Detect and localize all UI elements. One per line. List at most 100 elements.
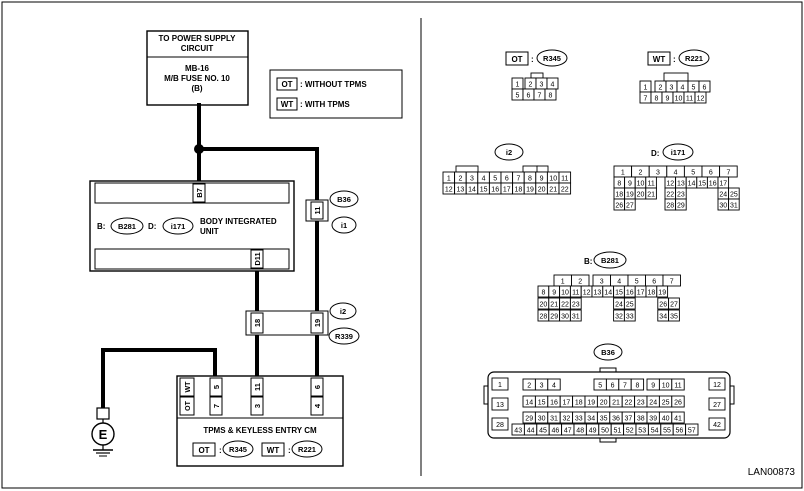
b36-pin-label: 35 — [600, 415, 608, 422]
r221-pin-label: 8 — [655, 95, 659, 102]
b36-pin-label: 50 — [601, 427, 609, 434]
b36-pin-label: 5 — [598, 382, 602, 389]
i2-pin-label: 11 — [561, 175, 568, 182]
cm-wt-pin-6: 6 — [313, 385, 322, 389]
b36-pin-label: 52 — [626, 427, 634, 434]
b36-pin-label: 24 — [649, 399, 657, 406]
b36-pin-label: 46 — [552, 427, 560, 434]
power-supply-title: TO POWER SUPPLY — [159, 34, 237, 43]
i2-pin-18: 18 — [253, 319, 262, 327]
b36-pin-label: 6 — [611, 382, 615, 389]
i2-pin-label: 10 — [549, 175, 557, 182]
b281-cell — [569, 297, 582, 310]
legend-ot-text: : WITHOUT TPMS — [300, 80, 367, 89]
cm-wt-tag: WT — [185, 381, 192, 393]
r221-pin-label: 10 — [675, 95, 683, 102]
i171-pin-label: 10 — [637, 180, 645, 187]
b36-cell — [708, 377, 726, 391]
body-integrated-unit: B7 D11 B: B281 D: i171 BODY INTEGRATED U… — [89, 180, 295, 272]
ground-symbol: E — [91, 407, 115, 457]
i2-pin-label: 20 — [538, 186, 546, 193]
b36-pin-label: 12 — [713, 382, 721, 389]
b281-cell — [623, 297, 636, 310]
r221-pin-label: 3 — [670, 84, 674, 91]
r221-pin-label: 11 — [686, 95, 693, 102]
r345-pin-label: 1 — [516, 81, 520, 88]
b36-pin-label: 53 — [638, 427, 646, 434]
b36-cell — [630, 378, 645, 391]
i171-pin-label: 27 — [626, 202, 634, 209]
cm-title: TPMS & KEYLESS ENTRY CM — [203, 426, 317, 435]
i2-pin-label: 6 — [505, 175, 509, 182]
b281-pin-label: 29 — [550, 313, 558, 320]
b36-pin-label: 9 — [651, 382, 655, 389]
b36-pin-label: 22 — [625, 399, 633, 406]
r221-pin-label: 9 — [666, 95, 670, 102]
b281-pin-label: 22 — [561, 301, 569, 308]
r345-colon: : — [531, 55, 534, 64]
i2-pin-label: 14 — [468, 186, 476, 193]
i171-pin-label: 31 — [730, 202, 738, 209]
cm-wt-pin-5: 5 — [212, 385, 221, 389]
i2-pin-label: 9 — [540, 175, 544, 182]
b36-view-name: B36 — [601, 348, 615, 357]
i2-pin-label: 1 — [447, 175, 451, 182]
i2-pin-label: 5 — [493, 175, 497, 182]
i171-pin-label: 30 — [719, 202, 727, 209]
i2-latch — [536, 165, 549, 173]
b36-cell — [671, 411, 685, 424]
cm-ot-conn: R345 — [229, 445, 247, 454]
b36-cell — [685, 423, 699, 436]
r345-pin-label: 2 — [529, 81, 533, 88]
wire-junction-dot — [194, 144, 204, 154]
diagram-id: LAN00873 — [748, 467, 796, 478]
i171-pin-label: 13 — [677, 180, 685, 187]
b281-pin-label: 26 — [659, 301, 667, 308]
b36-pin-label: 36 — [612, 415, 620, 422]
b36-pin-label: 47 — [564, 427, 572, 434]
i2-pin-label: 4 — [482, 175, 486, 182]
b36-pin-label: 16 — [550, 399, 558, 406]
i2-pin-label: 8 — [528, 175, 532, 182]
i171-cell — [675, 198, 687, 211]
r221-pin-label: 12 — [697, 95, 705, 102]
b281-cell — [569, 309, 582, 322]
i171-pin-label: 28 — [666, 202, 674, 209]
b281-cell — [668, 309, 680, 322]
b36-pin-label: 54 — [651, 427, 659, 434]
r345-pin-label: 6 — [527, 92, 531, 99]
ground-label: E — [99, 427, 108, 442]
legend-wt-tag: WT — [281, 100, 294, 109]
b36-cell — [547, 378, 561, 391]
i171-pin-label: 17 — [719, 180, 727, 187]
i171-pin-label: 26 — [615, 202, 623, 209]
cm-ot-tag: OT — [185, 400, 192, 410]
b36-pin-label: 43 — [514, 427, 522, 434]
b281-pin-label: 30 — [561, 313, 569, 320]
b36-inline-tag: B36 — [337, 195, 351, 204]
b281-pin-label: 15 — [615, 289, 623, 296]
b281-pin-label: 13 — [594, 289, 602, 296]
i2-pin-label: 19 — [526, 186, 534, 193]
b36-cell — [491, 397, 509, 411]
r345-pin-label: 4 — [551, 81, 555, 88]
power-supply-b: (B) — [191, 84, 202, 93]
b36-pin-label: 3 — [540, 382, 544, 389]
b281-cell — [623, 309, 636, 322]
wires — [101, 103, 319, 412]
b281-pin-label: 11 — [572, 289, 579, 296]
b281-pin-label: 28 — [540, 313, 548, 320]
b281-pin-label: 9 — [552, 289, 556, 296]
i171-pin-label: 14 — [688, 180, 696, 187]
b36-pin-label: 32 — [563, 415, 571, 422]
r221-name: R221 — [685, 54, 703, 63]
b36-pin-label: 14 — [525, 399, 533, 406]
i171-pin-label: 1 — [621, 169, 625, 176]
i171-cell — [728, 198, 740, 211]
b36-pin-label: 29 — [525, 415, 533, 422]
r221-pin-label: 7 — [644, 95, 648, 102]
i171-pin-label: 24 — [719, 191, 727, 198]
